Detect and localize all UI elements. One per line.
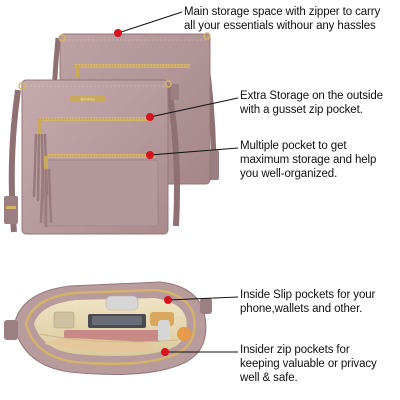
callout-line: Extra Storage on the outside: [240, 90, 383, 102]
callout-line: Main storage space with zipper to carry: [184, 6, 381, 18]
callout-line: well & safe.: [240, 372, 298, 384]
callout-line: Inside Slip pockets for your: [240, 289, 376, 301]
callout-line: you well-organized.: [240, 168, 338, 180]
callout-line: Multiple pocket to get: [240, 140, 347, 152]
callout-multiple-pocket: Multiple pocket to get maximum storage a…: [240, 139, 376, 181]
callout-markers: [114, 11, 239, 356]
callout-line: phone,wallets and other.: [240, 303, 363, 315]
callout-line: Insider zip pockets for: [240, 344, 350, 356]
callout-slip-pockets: Inside Slip pockets for your phone,walle…: [240, 288, 375, 316]
brand-label: BRAND: [80, 97, 95, 102]
callout-extra-storage: Extra Storage on the outside with a guss…: [240, 89, 383, 117]
open-bag: [4, 281, 212, 375]
callout-line: all your essentials withour any hassles: [184, 20, 376, 32]
callout-line: with a gusset zip pocket.: [240, 104, 363, 116]
callout-main-storage: Main storage space with zipper to carry …: [184, 5, 380, 33]
callout-line: keeping valuable or privacy: [240, 358, 377, 370]
callout-zip-pockets: Insider zip pockets for keeping valuable…: [240, 343, 377, 385]
callout-line: maximum storage and help: [240, 154, 377, 166]
